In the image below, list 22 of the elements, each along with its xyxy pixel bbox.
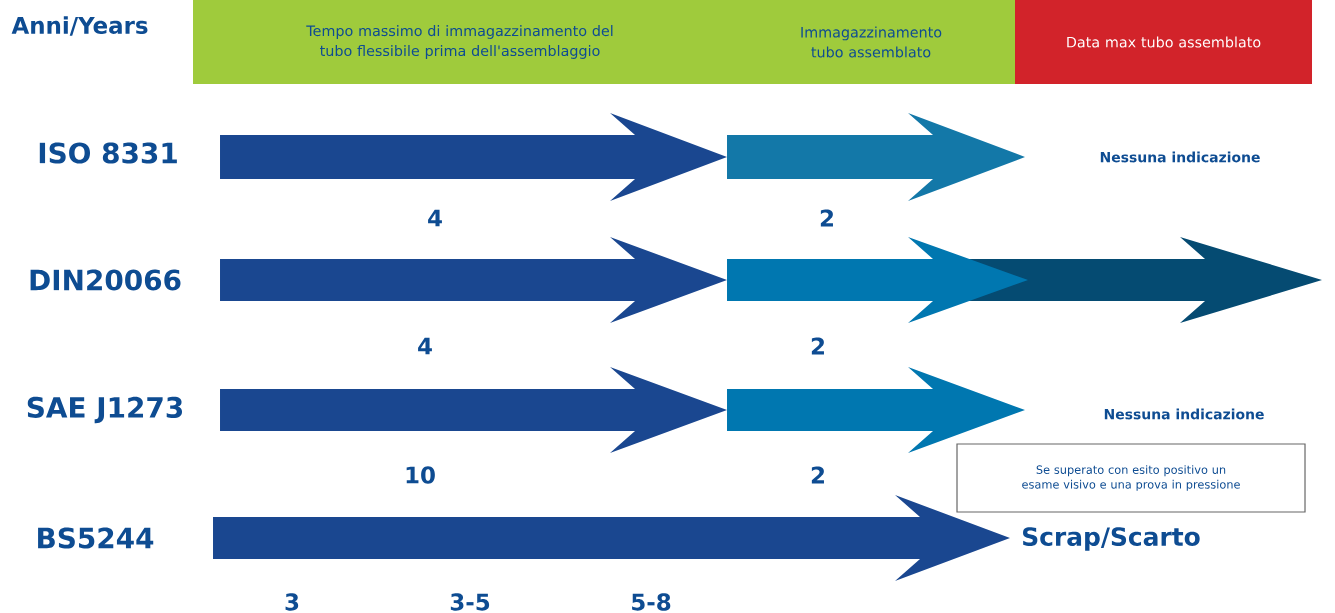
- row-label: BS5244: [38, 527, 154, 549]
- note-box: Se superato con esito positivo un esame visivo e una prova in pressione: [956, 443, 1306, 513]
- node-label: Immagazzinamento tubo assemblato: [801, 26, 942, 58]
- node-label: Tempo massimo di immagazzinamento del tubo flessibile prima dell'assemblaggio: [306, 25, 613, 59]
- note-text: Nessuna indicazione: [1100, 151, 1260, 163]
- value-label: 3-5: [450, 593, 490, 611]
- value-label: 10: [406, 466, 435, 484]
- row-label: DIN20066: [30, 269, 181, 291]
- header-box: Immagazzinamento tubo assemblato: [727, 0, 1015, 84]
- value-label: 5-8: [632, 593, 671, 611]
- value-label: 2: [820, 209, 833, 227]
- value-label: 4: [428, 209, 442, 227]
- row-label: SAE J1273: [27, 396, 183, 424]
- note-text: Nessuna indicazione: [1104, 408, 1264, 420]
- value-label: 3: [285, 593, 299, 611]
- value-label: 4: [418, 337, 432, 355]
- value-label: 2: [811, 466, 824, 484]
- header-box: Tempo massimo di immagazzinamento del tubo flessibile prima dell'assemblaggio: [193, 0, 727, 84]
- heading: Anni/Years: [11, 16, 148, 36]
- header-box: Data max tubo assemblato: [1015, 0, 1312, 84]
- row-label: ISO 8331: [39, 142, 177, 164]
- value-label: 2: [811, 337, 824, 355]
